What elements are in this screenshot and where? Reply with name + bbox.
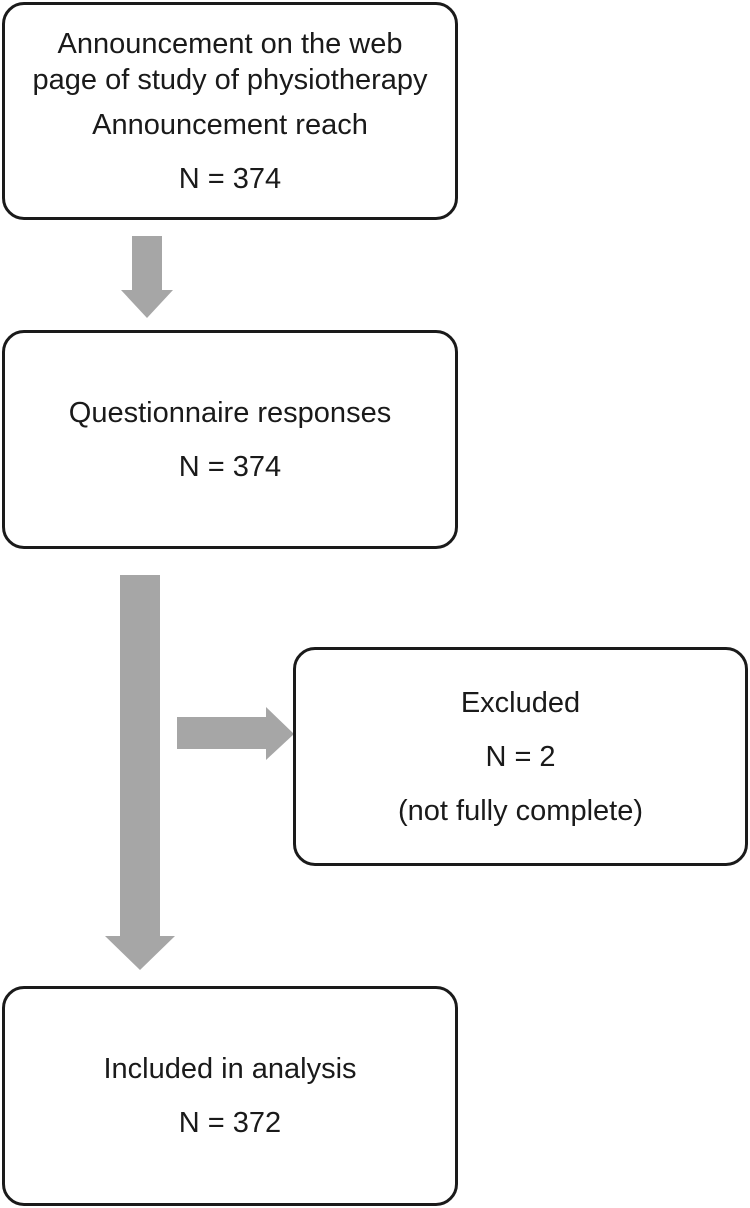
announcement-reach-label: Announcement reach	[92, 108, 368, 141]
excluded-note: (not fully complete)	[398, 794, 643, 827]
arrow-announcement-to-responses	[121, 236, 173, 318]
arrow-responses-to-included	[105, 575, 175, 970]
announcement-title-line-2: page of study of physiotherapy	[32, 63, 428, 96]
announcement-box: Announcement on the web page of study of…	[2, 2, 458, 220]
excluded-box: Excluded N = 2 (not fully complete)	[293, 647, 748, 866]
excluded-label: Excluded	[460, 686, 581, 719]
included-count: N = 372	[178, 1107, 282, 1139]
arrow-responses-to-excluded	[177, 707, 294, 760]
excluded-count: N = 2	[485, 740, 556, 773]
questionnaire-responses-box: Questionnaire responses N = 374	[2, 330, 458, 549]
announcement-count: N = 374	[178, 162, 282, 195]
announcement-title-line-1: Announcement on the web	[57, 27, 403, 60]
responses-count: N = 374	[178, 450, 282, 483]
included-label: Included in analysis	[103, 1053, 357, 1085]
included-in-analysis-box: Included in analysis N = 372	[2, 986, 458, 1206]
responses-label: Questionnaire responses	[68, 396, 392, 429]
